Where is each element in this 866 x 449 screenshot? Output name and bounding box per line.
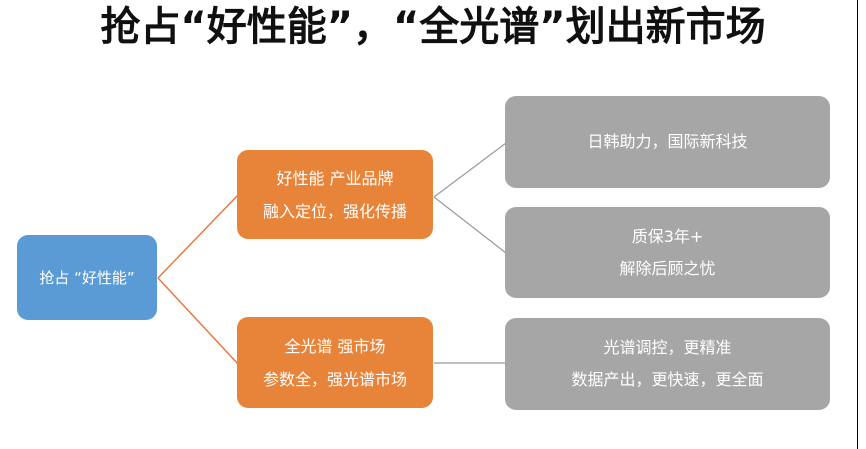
- leaf-node-spectrum-control-line-1: 光谱调控，更精准: [603, 338, 732, 357]
- branch-node-spectrum-line-2: 参数全，强光谱市场: [262, 369, 407, 389]
- root-node[interactable]: 抢占 “好性能”: [17, 235, 157, 320]
- branch-node-spectrum-line-1: 全光谱 强市场: [284, 336, 386, 356]
- leaf-node-warranty[interactable]: 质保3年+ 解除后顾之忧: [505, 207, 830, 298]
- connector-root-to-branch-2: [157, 277, 239, 365]
- branch-node-performance[interactable]: 好性能 产业品牌 融入定位，强化传播: [237, 150, 433, 239]
- branch-node-performance-line-2: 融入定位，强化传播: [262, 201, 407, 221]
- branch-node-performance-line-1: 好性能 产业品牌: [276, 168, 394, 188]
- connector-root-to-branch-1: [157, 194, 239, 279]
- connector-branch-1-to-leaf-1: [433, 142, 507, 198]
- leaf-node-warranty-line-1: 质保3年+: [631, 226, 704, 246]
- root-node-line-1: 抢占 “好性能”: [39, 268, 135, 287]
- branch-node-spectrum[interactable]: 全光谱 强市场 参数全，强光谱市场: [237, 317, 433, 408]
- page-title: 抢占“好性能”，“全光谱”划出新市场: [100, 4, 766, 50]
- leaf-node-spectrum-control[interactable]: 光谱调控，更精准 数据产出，更快速，更全面: [505, 318, 830, 410]
- leaf-node-spectrum-control-line-2: 数据产出，更快速，更全面: [571, 370, 764, 389]
- leaf-node-intl-tech[interactable]: 日韩助力，国际新科技: [505, 96, 830, 188]
- leaf-node-warranty-line-2: 解除后顾之忧: [619, 258, 716, 278]
- leaf-node-intl-tech-line-1: 日韩助力，国际新科技: [587, 132, 748, 151]
- slide-right-rule: [857, 0, 858, 449]
- connector-branch-1-to-leaf-2: [433, 196, 507, 254]
